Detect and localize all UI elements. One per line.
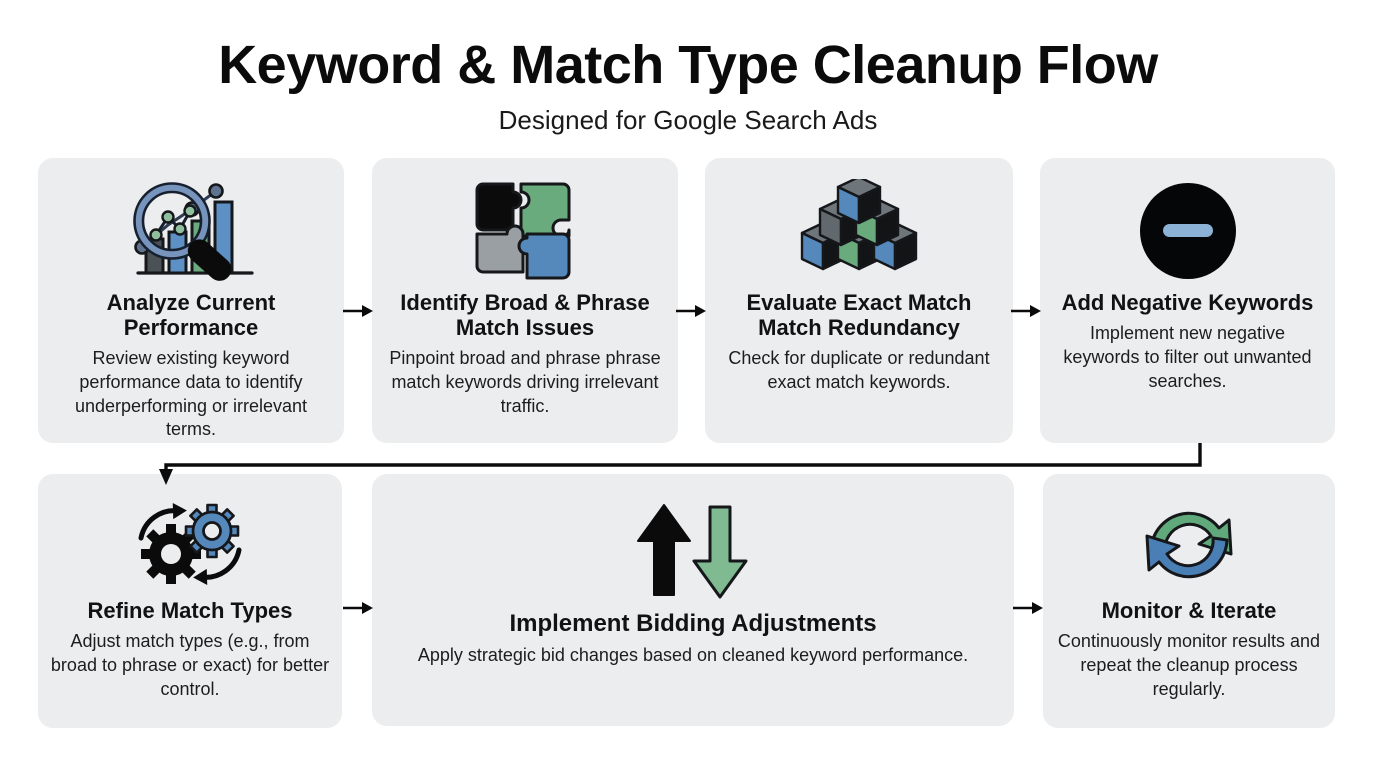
magnifier-bar-chart-icon <box>38 158 344 290</box>
stacked-cubes-icon <box>705 158 1013 290</box>
step-card-implement-bidding-adjustments[interactable]: Implement Bidding Adjustments Apply stra… <box>372 474 1014 726</box>
step-title: Implement Bidding Adjustments <box>509 610 877 637</box>
step-card-add-negative-keywords[interactable]: Add Negative Keywords Implement new nega… <box>1040 158 1335 443</box>
step-title: Identify Broad & Phrase Match Issues <box>400 290 650 341</box>
arrow-right-icon-step1-step2 <box>343 300 373 322</box>
step-card-identify-broad-phrase-match-issues[interactable]: Identify Broad & Phrase Match Issues Pin… <box>372 158 678 443</box>
arrow-right-icon-step6-step7 <box>1013 597 1043 619</box>
step-description: Apply strategic bid changes based on cle… <box>417 645 969 666</box>
refresh-cycle-icon <box>1043 474 1335 598</box>
step-title: Analyze Current Performance <box>106 290 276 341</box>
step-description: Implement new negative keywords to filte… <box>1063 323 1312 391</box>
page-subtitle: Designed for Google Search Ads <box>498 105 878 135</box>
elbow-arrow-down-icon-step4-step5 <box>150 443 1220 485</box>
diagram-header: Keyword & Match Type Cleanup Flow Design… <box>0 0 1376 133</box>
step-description: Continuously monitor results and repeat … <box>1057 631 1321 699</box>
gears-cycle-icon <box>38 474 342 598</box>
arrow-right-icon-step2-step3 <box>676 300 706 322</box>
step-title: Refine Match Types <box>87 598 293 623</box>
up-down-arrows-icon <box>372 474 1014 610</box>
puzzle-pieces-icon <box>372 158 678 290</box>
step-title: Monitor & Iterate <box>1101 598 1277 623</box>
step-card-analyze-current-performance[interactable]: Analyze Current Performance Review exist… <box>38 158 344 443</box>
arrow-right-icon-step5-step6 <box>343 597 373 619</box>
step-description: Adjust match types (e.g., from broad to … <box>50 631 330 699</box>
step-title: Evaluate Exact Match Match Redundancy <box>746 290 972 341</box>
arrow-right-icon-step3-step4 <box>1011 300 1041 322</box>
step-description: Pinpoint broad and phrase phrase match k… <box>389 348 661 416</box>
minus-circle-icon <box>1040 158 1335 290</box>
step-card-evaluate-exact-match-redundancy[interactable]: Evaluate Exact Match Match Redundancy Ch… <box>705 158 1013 443</box>
step-description: Review existing keyword performance data… <box>74 348 308 440</box>
page-title: Keyword & Match Type Cleanup Flow <box>218 35 1158 95</box>
step-card-refine-match-types[interactable]: Refine Match Types Adjust match types (e… <box>38 474 342 728</box>
step-title: Add Negative Keywords <box>1061 290 1314 315</box>
step-card-monitor-and-iterate[interactable]: Monitor & Iterate Continuously monitor r… <box>1043 474 1335 728</box>
step-description: Check for duplicate or redundant exact m… <box>728 348 990 392</box>
